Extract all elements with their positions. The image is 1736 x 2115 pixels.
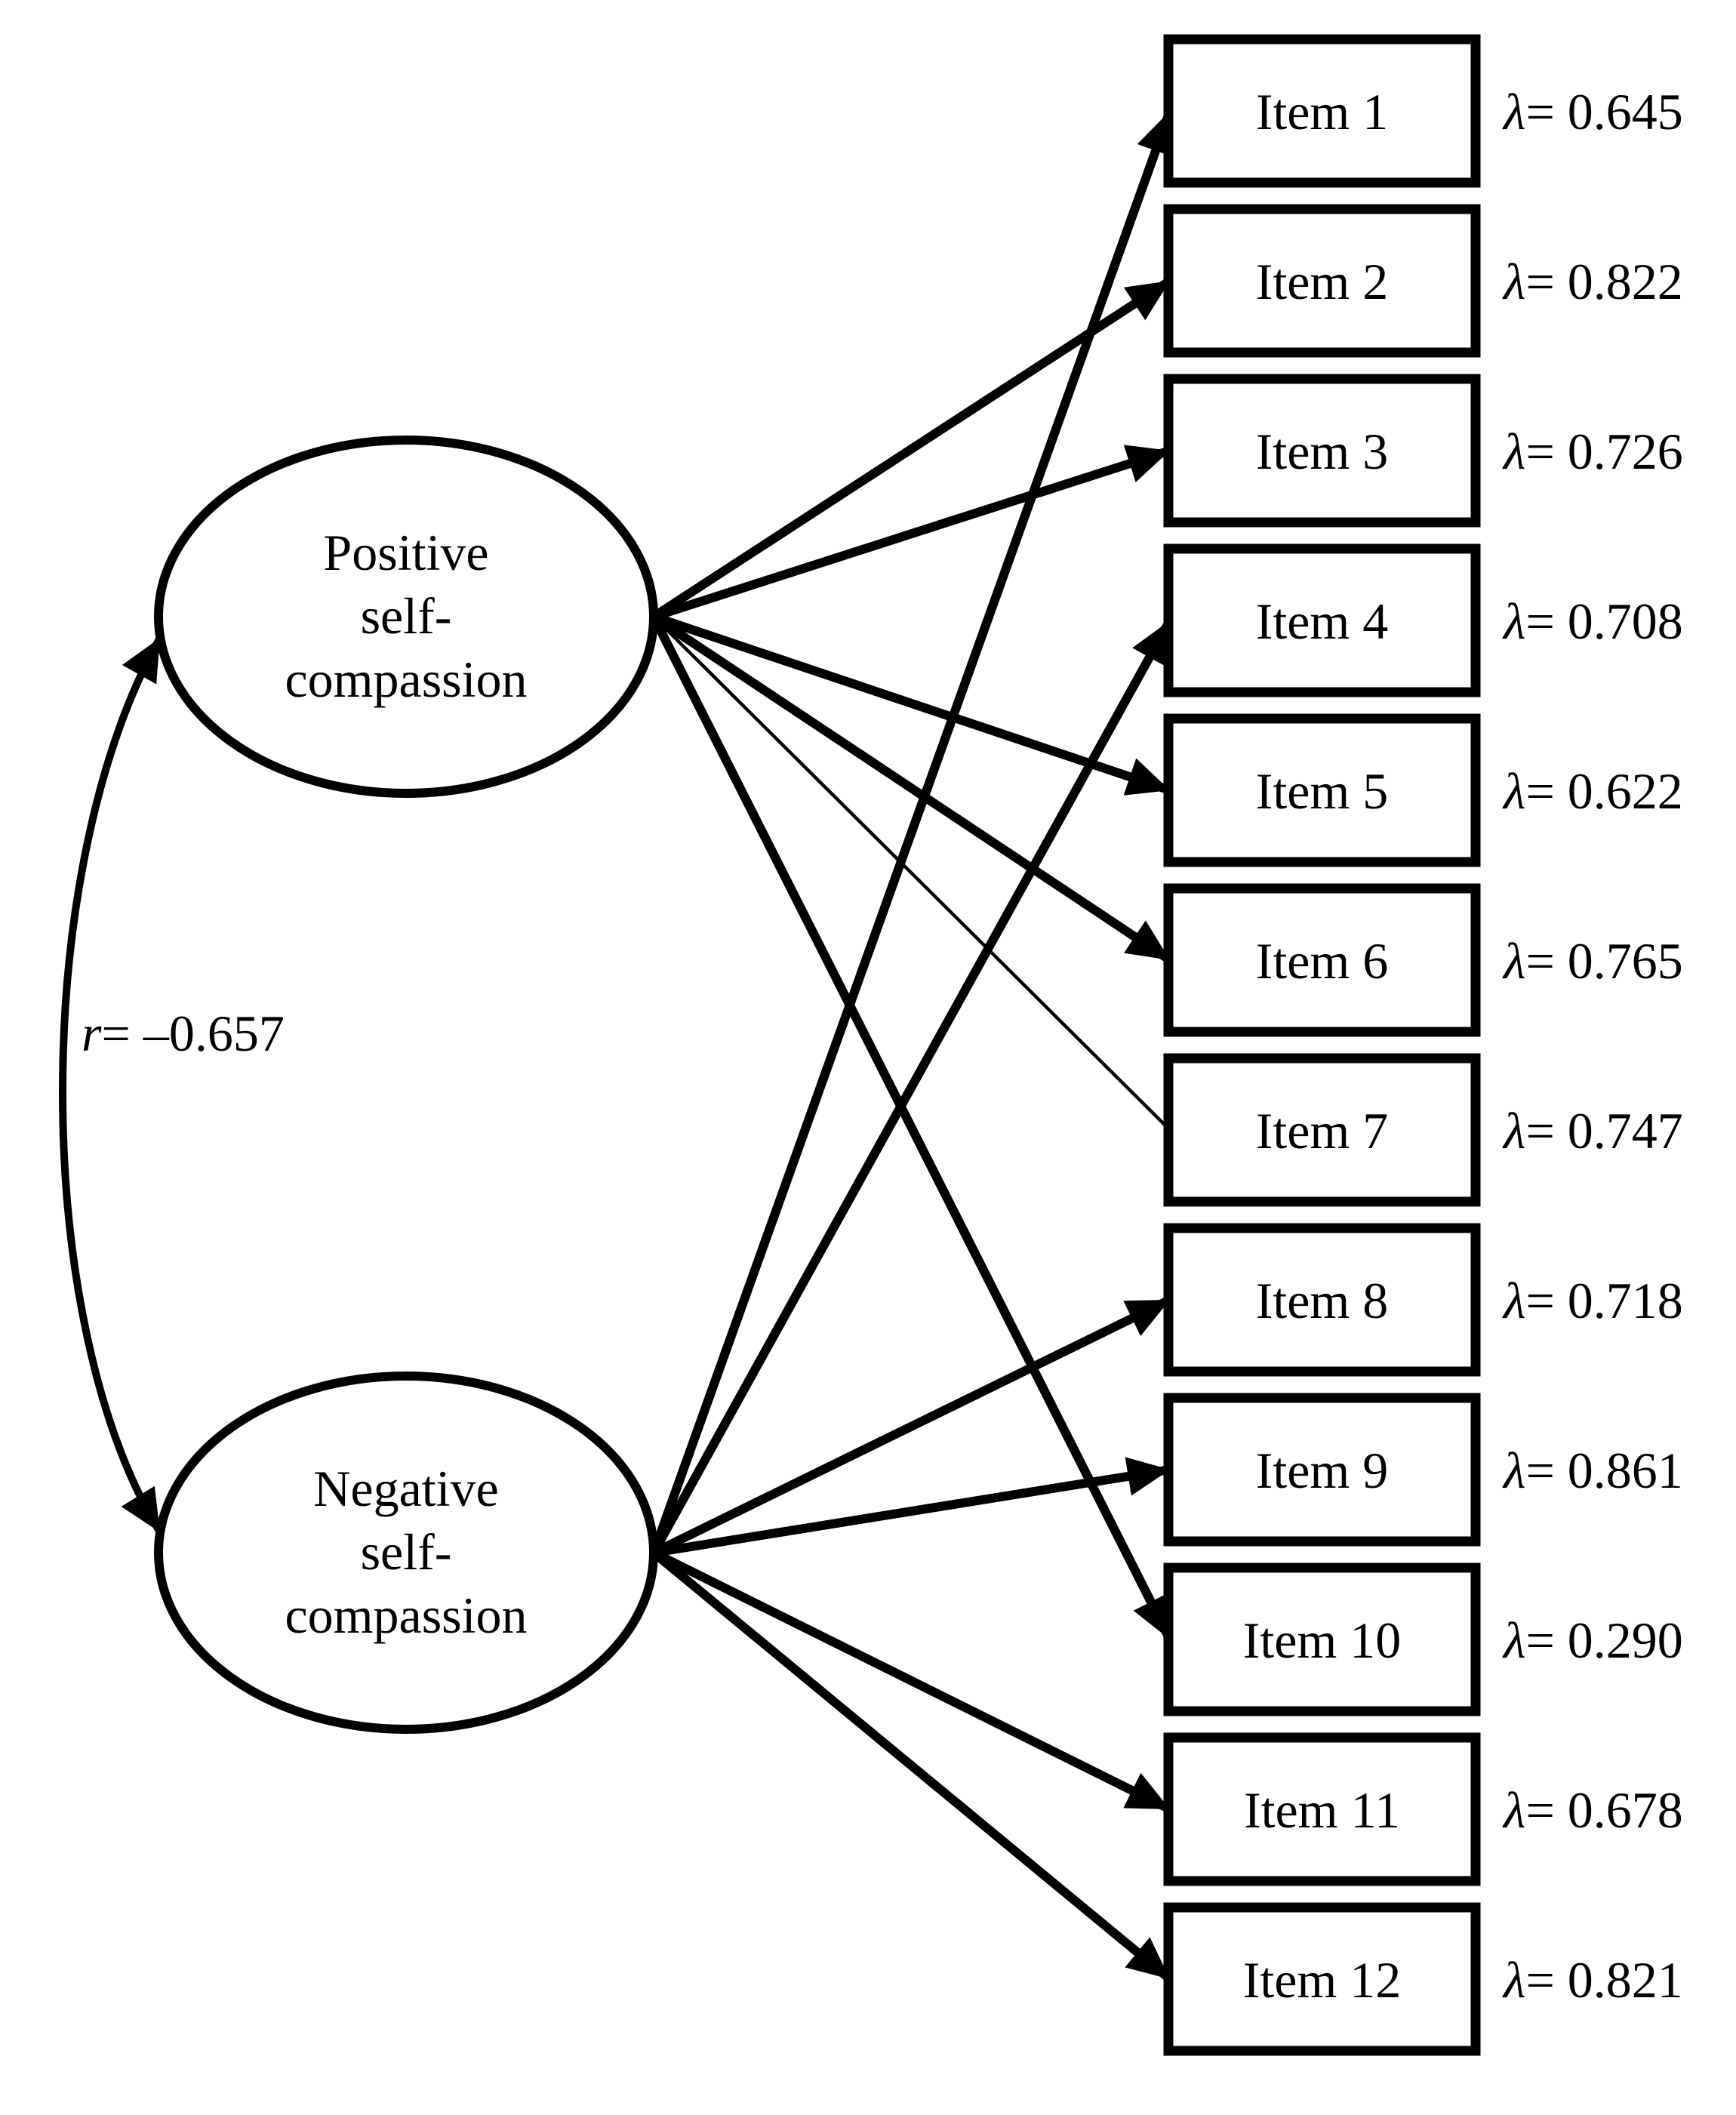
item-box-6 — [1163, 883, 1481, 1037]
loading-label-3: λ= 0.726 — [1502, 423, 1683, 480]
loading-value: = 0.645 — [1525, 83, 1682, 140]
item-label-11: Item 11 — [1244, 1781, 1400, 1839]
edge-negative-item-1 — [649, 109, 1174, 1555]
edge-negative-item-12 — [651, 1549, 1173, 1983]
edge-negative-item-9 — [653, 1457, 1171, 1557]
correlation-arrow — [59, 636, 164, 1535]
edge-positive-item-6 — [651, 613, 1173, 964]
edge-positive-item-5 — [652, 612, 1171, 796]
lambda-symbol: λ — [1502, 1781, 1525, 1839]
item-box-2 — [1163, 204, 1481, 358]
item-label-2: Item 2 — [1256, 253, 1389, 310]
loading-value: = 0.718 — [1525, 1272, 1682, 1329]
loading-label-6: λ= 0.765 — [1502, 932, 1683, 990]
item-label-12: Item 12 — [1243, 1951, 1402, 2009]
item-label-10: Item 10 — [1243, 1612, 1402, 1669]
loading-label-9: λ= 0.861 — [1502, 1442, 1683, 1499]
edge-negative-item-11 — [651, 1548, 1172, 1814]
factor-label-negative: Negative self-compassion — [285, 1460, 527, 1644]
item-box-8 — [1163, 1223, 1481, 1377]
correlation-label: r= –0.657 — [82, 1005, 285, 1062]
lambda-symbol: λ — [1502, 83, 1525, 140]
lambda-symbol: λ — [1502, 1951, 1525, 2009]
lambda-symbol: λ — [1502, 1272, 1525, 1329]
loading-label-2: λ= 0.822 — [1502, 253, 1683, 310]
item-label-8: Item 8 — [1256, 1272, 1389, 1329]
factor-ellipse-negative — [154, 1372, 658, 1734]
edge-positive-item-10 — [649, 614, 1174, 1642]
factor-label-line: compassion — [285, 651, 527, 708]
item-label-4: Item 4 — [1256, 593, 1389, 650]
item-box-11 — [1163, 1732, 1481, 1886]
factor-label-line: Positive — [323, 524, 488, 581]
factor-label-line: Negative — [313, 1460, 498, 1517]
loading-value: = 0.622 — [1525, 762, 1682, 820]
item-box-9 — [1163, 1393, 1481, 1547]
loading-label-4: λ= 0.708 — [1502, 593, 1683, 650]
loading-value: = 0.708 — [1525, 593, 1682, 650]
correlation-symbol: r — [82, 1005, 102, 1062]
loading-value: = 0.861 — [1525, 1442, 1682, 1499]
loading-value: = 0.821 — [1525, 1951, 1682, 2009]
factor-label-line: self- — [361, 1523, 452, 1581]
edge-positive-item-3 — [652, 445, 1171, 621]
lambda-symbol: λ — [1502, 1442, 1525, 1499]
loading-label-7: λ= 0.747 — [1502, 1102, 1683, 1159]
factor-label-line: compassion — [285, 1587, 527, 1644]
lambda-symbol: λ — [1502, 1102, 1525, 1159]
item-box-12 — [1163, 1902, 1481, 2056]
lambda-symbol: λ — [1502, 253, 1525, 310]
lambda-symbol: λ — [1502, 932, 1525, 990]
loading-value: = 0.678 — [1525, 1781, 1682, 1839]
item-label-3: Item 3 — [1256, 423, 1389, 480]
item-label-7: Item 7 — [1256, 1102, 1389, 1159]
item-box-5 — [1163, 713, 1481, 867]
factor-ellipse-positive — [154, 436, 658, 798]
lambda-symbol: λ — [1502, 423, 1525, 480]
item-box-4 — [1163, 543, 1481, 697]
correlation-value: = –0.657 — [101, 1005, 284, 1062]
item-label-6: Item 6 — [1256, 932, 1389, 990]
lambda-symbol: λ — [1502, 762, 1525, 820]
loading-label-5: λ= 0.622 — [1502, 762, 1683, 820]
item-label-5: Item 5 — [1256, 762, 1389, 820]
item-box-1 — [1163, 34, 1481, 188]
item-label-1: Item 1 — [1256, 83, 1389, 140]
factor-label-line: self- — [361, 587, 452, 645]
item-box-10 — [1163, 1562, 1481, 1716]
loading-value: = 0.726 — [1525, 423, 1682, 480]
loading-label-8: λ= 0.718 — [1502, 1272, 1683, 1329]
loading-value: = 0.822 — [1525, 253, 1682, 310]
edge-negative-item-4 — [649, 618, 1174, 1555]
item-label-9: Item 9 — [1256, 1442, 1389, 1499]
lambda-symbol: λ — [1502, 1612, 1525, 1669]
loading-label-10: λ= 0.290 — [1502, 1612, 1683, 1669]
loading-value: = 0.765 — [1525, 932, 1682, 990]
loading-label-1: λ= 0.645 — [1502, 83, 1683, 140]
loading-label-11: λ= 0.678 — [1502, 1781, 1683, 1839]
edge-negative-item-8 — [651, 1295, 1172, 1557]
item-box-3 — [1163, 374, 1481, 528]
edge-positive-item-7 — [652, 615, 1171, 1131]
factor-label-positive: Positive self-compassion — [285, 524, 527, 708]
loading-value: = 0.747 — [1525, 1102, 1682, 1159]
loading-value: = 0.290 — [1525, 1612, 1682, 1669]
item-box-7 — [1163, 1053, 1481, 1207]
edge-positive-item-2 — [651, 276, 1173, 621]
loading-label-12: λ= 0.821 — [1502, 1951, 1683, 2009]
lambda-symbol: λ — [1502, 593, 1525, 650]
